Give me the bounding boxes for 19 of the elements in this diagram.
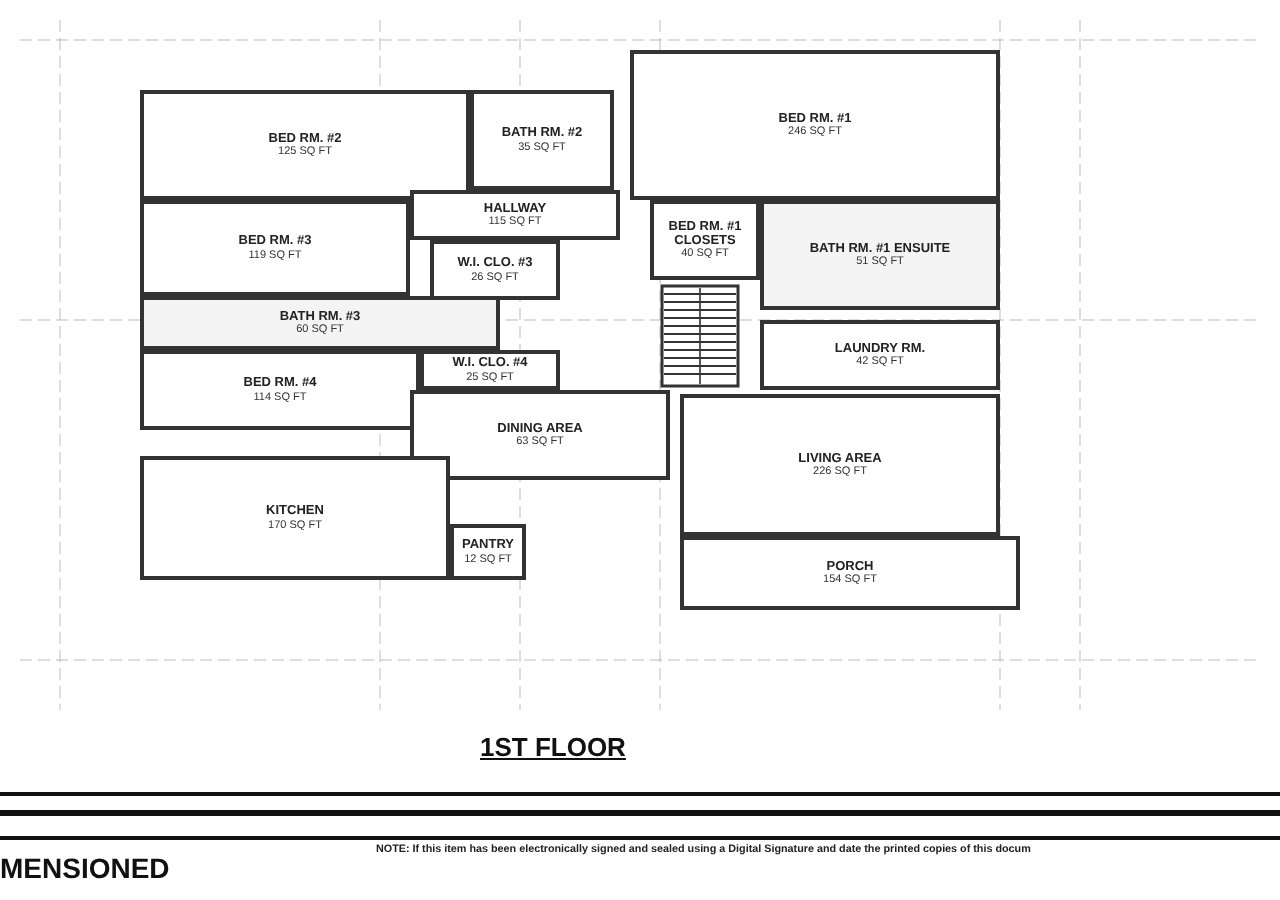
room-outline bbox=[760, 320, 1000, 390]
room-outline bbox=[410, 190, 620, 240]
room-outline bbox=[140, 456, 450, 580]
room-outline bbox=[470, 90, 614, 190]
floor-title: 1ST FLOOR bbox=[480, 732, 626, 762]
room-outline bbox=[420, 350, 560, 390]
room-outline bbox=[680, 536, 1020, 610]
room-outline bbox=[450, 524, 526, 580]
room-outline bbox=[760, 200, 1000, 310]
room-outline bbox=[680, 394, 1000, 536]
room-outline bbox=[410, 390, 670, 480]
room-outline bbox=[430, 240, 560, 300]
room-outline bbox=[140, 200, 410, 296]
room-outline bbox=[140, 90, 470, 200]
room-outline bbox=[650, 200, 760, 280]
room-outline bbox=[140, 350, 420, 430]
room-outline bbox=[630, 50, 1000, 200]
sheet-label: MENSIONED bbox=[0, 852, 170, 884]
room-outline bbox=[140, 296, 500, 350]
